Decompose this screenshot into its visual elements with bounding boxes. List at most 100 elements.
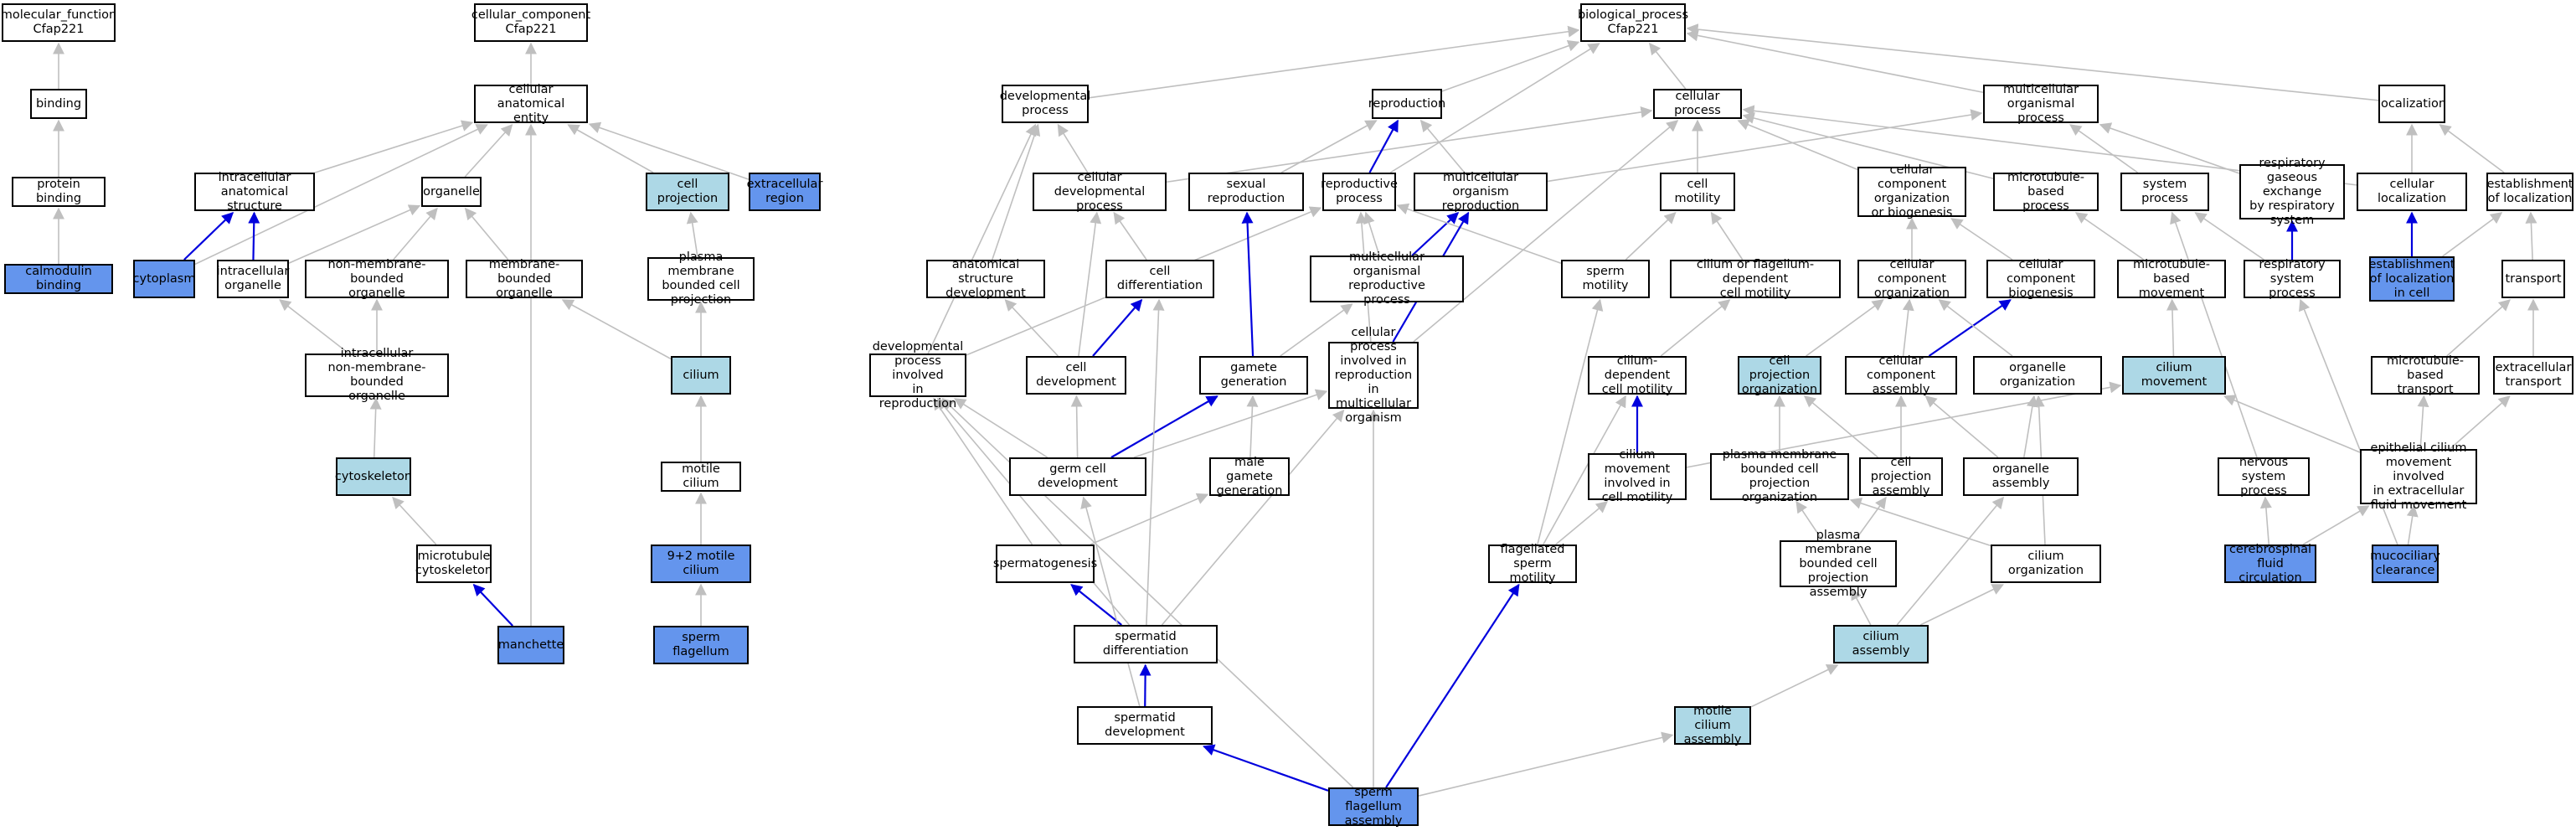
go-term-pm-cp-assembly[interactable]: plasma membrane bounded cell projection …	[1780, 529, 1897, 599]
edge-motile-cilium-assembly-to-cilium-assembly	[1750, 664, 1839, 708]
edge-spermatogenesis-to-male-gamete	[1090, 493, 1209, 545]
go-term-csf-circ[interactable]: cerebrospinal fluid circulation	[2224, 543, 2316, 585]
go-term-cytoplasm[interactable]: cytoplasm	[133, 260, 195, 298]
go-term-mem-organelle[interactable]: membrane-bounded organelle	[466, 258, 583, 300]
go-term-motile-cilium-assembly[interactable]: motile cilium assembly	[1674, 705, 1751, 746]
go-term-multi-repro-proc[interactable]: multicellular organismal reproductive pr…	[1310, 250, 1464, 307]
edge-cc-assembly-to-cc-biogen	[1928, 299, 2012, 357]
go-term-binding[interactable]: binding	[30, 89, 87, 119]
go-term-cell-anat[interactable]: cellular anatomical entity	[474, 83, 588, 125]
edge-cilium-flag-motility-to-cell-motility	[1710, 211, 1744, 261]
go-term-male-gamete[interactable]: male gamete generation	[1209, 456, 1290, 498]
go-term-pm-cp-org[interactable]: plasma membrane bounded cell projection …	[1710, 448, 1849, 504]
edge-ccob-to-cellular-process	[1737, 119, 1858, 171]
edge-spermatogenesis-to-dev-proc-repro	[933, 397, 1033, 545]
go-term-protein-binding[interactable]: protein binding	[12, 177, 106, 207]
edge-multi-repro-proc-to-repro-process	[1363, 211, 1380, 256]
go-term-pm-projection[interactable]: plasma membrane bounded cell projection	[647, 250, 755, 307]
edge-epith-cilium-to-mt-transport	[2417, 395, 2429, 450]
go-term-sperm-flagellum[interactable]: sperm flagellum	[653, 626, 749, 664]
edge-spermatid-diff-to-dev-proc-repro	[936, 397, 1131, 626]
go-term-cilium-movement[interactable]: cilium movement	[2122, 356, 2226, 395]
go-term-organelle-assembly[interactable]: organelle assembly	[1963, 457, 2079, 496]
go-term-anat-dev[interactable]: anatomical structure development	[926, 258, 1045, 300]
edge-multicell-repro-to-multicell-proc	[1547, 109, 1983, 183]
go-term-extracell-transport[interactable]: extracellular transport	[2493, 356, 2573, 395]
go-term-organelle[interactable]: organelle	[421, 177, 482, 207]
go-term-epith-cilium[interactable]: epithelial cilium movement involved in e…	[2360, 441, 2477, 512]
go-term-dev-process[interactable]: developmental process	[1000, 85, 1090, 123]
go-term-localization[interactable]: localization	[2378, 85, 2446, 123]
go-term-motile-cilium[interactable]: motile cilium	[661, 462, 741, 492]
go-term-spermatogenesis[interactable]: spermatogenesis	[993, 545, 1097, 583]
go-term-cilium[interactable]: cilium	[671, 356, 731, 395]
go-term-cp-org[interactable]: cell projection organization	[1738, 354, 1821, 396]
go-term-estab-local-cell[interactable]: establishment of localization in cell	[2369, 256, 2455, 302]
go-term-estab-local[interactable]: establishment of localization	[2486, 173, 2573, 211]
edge-intra-nonmem-to-intra-organelle	[279, 299, 350, 354]
go-term-resp-gas[interactable]: respiratory gaseous exchange by respirat…	[2239, 157, 2345, 227]
go-term-resp-sys-proc[interactable]: respiratory system process	[2244, 258, 2341, 300]
go-term-cell-local[interactable]: cellular localization	[2357, 173, 2467, 211]
go-term-organelle-org[interactable]: organelle organization	[1973, 356, 2102, 395]
go-term-repro-process[interactable]: reproductive process	[1321, 173, 1398, 211]
go-term-cilium-flag-motility[interactable]: cilium or flagellum-dependent cell motil…	[1670, 258, 1841, 300]
edge-gamete-gen-to-sexual-repro	[1241, 211, 1255, 357]
go-term-cc-org[interactable]: cellular component organization	[1857, 258, 1966, 300]
go-term-cell-diff[interactable]: cell differentiation	[1105, 260, 1214, 298]
go-term-cilium-92[interactable]: 9+2 motile cilium	[651, 545, 751, 583]
go-term-intra-organelle[interactable]: intracellular organelle	[217, 260, 289, 298]
edge-spermatid-dev-to-germ-cell-dev	[1080, 496, 1141, 707]
go-term-cp-assembly[interactable]: cell projection assembly	[1859, 456, 1943, 498]
go-term-sexual-repro[interactable]: sexual reproduction	[1188, 173, 1304, 211]
go-term-mf-root[interactable]: molecular_function Cfap221	[1, 3, 116, 42]
go-term-dev-proc-repro[interactable]: developmental process involved in reprod…	[869, 340, 966, 410]
go-term-sperm-motility[interactable]: sperm motility	[1561, 260, 1650, 298]
go-term-cc-biogen[interactable]: cellular component biogenesis	[1986, 258, 2095, 300]
go-term-manchette[interactable]: manchette	[497, 626, 564, 664]
go-term-system-process[interactable]: system process	[2120, 173, 2209, 211]
go-term-mt-cytoskeleton[interactable]: microtubule cytoskeleton	[415, 545, 492, 583]
go-term-spermatid-dev[interactable]: spermatid development	[1077, 706, 1213, 745]
go-term-germ-cell-dev[interactable]: germ cell development	[1009, 457, 1146, 496]
go-term-ccob[interactable]: cellular component organization or bioge…	[1857, 163, 1966, 219]
go-term-cc-root[interactable]: cellular_component Cfap221	[471, 3, 590, 42]
go-term-gamete-gen[interactable]: gamete generation	[1199, 356, 1308, 395]
edge-pm-cp-assembly-to-pm-cp-org	[1795, 500, 1823, 541]
edge-cell-dev-to-cell-diff	[1092, 298, 1143, 357]
go-term-nervous-sys[interactable]: nervous system process	[2218, 456, 2310, 498]
go-term-cilium-dep-motility[interactable]: cilium-dependent cell motility	[1588, 354, 1687, 396]
go-term-cilium-assembly[interactable]: cilium assembly	[1833, 625, 1929, 663]
go-term-intra-anat[interactable]: intracellular anatomical structure	[194, 171, 315, 213]
go-term-calmodulin-binding[interactable]: calmodulin binding	[4, 264, 113, 294]
go-term-reproduction[interactable]: reproduction	[1368, 89, 1445, 119]
go-term-bp-root[interactable]: biological_process Cfap221	[1578, 3, 1688, 42]
go-term-nonmem-organelle[interactable]: non-membrane-bounded organelle	[305, 258, 449, 300]
go-term-multicell-repro[interactable]: multicellular organism reproduction	[1414, 171, 1548, 213]
edge-repro-process-to-reproduction	[1368, 119, 1399, 173]
go-term-mt-transport[interactable]: microtubule-based transport	[2371, 354, 2480, 396]
go-term-spermatid-diff[interactable]: spermatid differentiation	[1074, 625, 1218, 663]
go-term-cell-proc-repro[interactable]: cellular process involved in reproductio…	[1328, 326, 1419, 425]
go-term-extracell-region[interactable]: extracellular region	[747, 173, 822, 211]
edge-flag-sperm-motility-to-cilium-dep-motility	[1543, 395, 1626, 545]
go-term-cell-dev[interactable]: cell development	[1026, 356, 1126, 395]
go-term-cytoskeleton[interactable]: cytoskeleton	[335, 457, 412, 496]
go-term-cc-assembly[interactable]: cellular component assembly	[1845, 354, 1957, 396]
go-term-cell-projection[interactable]: cell projection	[646, 173, 729, 211]
go-term-cilium-move-motility[interactable]: cilium movement involved in cell motilit…	[1588, 448, 1687, 504]
go-term-flag-sperm-motility[interactable]: flagellated sperm motility	[1488, 543, 1577, 585]
go-term-mt-process[interactable]: microtubule-based process	[1993, 171, 2099, 213]
go-term-mt-movement[interactable]: microtubule-based movement	[2117, 258, 2226, 300]
go-term-cilium-org[interactable]: cilium organization	[1991, 545, 2101, 583]
go-term-sperm-flag-assembly[interactable]: sperm flagellum assembly	[1328, 786, 1419, 828]
edge-csf-circ-to-epith-cilium	[2302, 505, 2370, 545]
go-term-transport[interactable]: transport	[2501, 260, 2565, 298]
go-term-mucociliary[interactable]: mucociliary clearance	[2370, 545, 2440, 583]
go-term-multicell-proc[interactable]: multicellular organismal process	[1983, 83, 2099, 125]
go-term-cellular-process[interactable]: cellular process	[1653, 89, 1742, 119]
go-term-intra-nonmem[interactable]: intracellular non-membrane-bounded organ…	[305, 347, 449, 403]
go-term-cell-dev-proc[interactable]: cellular developmental process	[1033, 171, 1167, 213]
edge-germ-cell-dev-to-dev-proc-repro	[954, 398, 1048, 458]
go-term-cell-motility[interactable]: cell motility	[1660, 173, 1735, 211]
